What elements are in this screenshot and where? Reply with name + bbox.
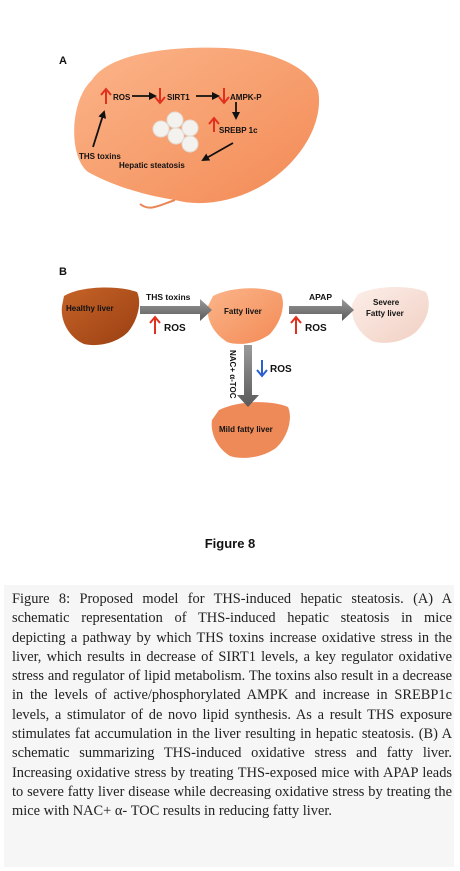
liver-lobe-edge	[139, 199, 176, 209]
up-arrow-icon	[100, 87, 112, 104]
up-arrow-icon	[208, 116, 220, 132]
node-ths-toxins: THS toxins	[79, 152, 121, 161]
panel-b-letter: B	[59, 266, 67, 278]
up-arrow-icon	[290, 315, 302, 334]
ros-label-1: ROS	[164, 323, 186, 334]
healthy-liver	[61, 287, 140, 346]
node-hepatic-steatosis: Hepatic steatosis	[119, 161, 185, 170]
panel-a-letter: A	[59, 55, 67, 67]
up-arrow-icon	[149, 315, 161, 334]
figure-caption: Figure 8: Proposed model for THS-induced…	[12, 590, 452, 822]
arrow-fatty-to-mild	[237, 345, 259, 407]
severe-liver-label-2: Fatty liver	[366, 309, 404, 318]
severe-fatty-liver	[351, 286, 429, 343]
severe-liver-label-1: Severe	[373, 298, 400, 307]
ros-label-2: ROS	[305, 323, 327, 334]
caption-background	[4, 585, 454, 867]
mild-liver-label: Mild fatty liver	[219, 425, 273, 434]
node-ampk: AMPK-P	[230, 93, 262, 102]
down-arrow-icon	[256, 360, 268, 378]
figure-diagram: ROS SIRT1 AMPK-P SREBP 1c THS toxins Hep…	[61, 47, 429, 458]
fatty-liver-label: Fatty liver	[224, 307, 262, 316]
arrow-toxins-to-ros	[92, 110, 107, 148]
down-arrow-icon	[154, 88, 166, 105]
node-srebp: SREBP 1c	[219, 126, 258, 135]
treatment-nac-atoc: NAC+ α-TOC	[228, 350, 237, 399]
caption-label: Figure 8:	[12, 591, 71, 607]
down-arrow-icon	[218, 88, 230, 105]
healthy-liver-label: Healthy liver	[66, 304, 114, 313]
arrow-srebp-to-steatosis	[201, 142, 234, 161]
arrow-healthy-to-fatty	[140, 299, 212, 321]
fatty-liver	[207, 288, 283, 344]
figure-label: Figure 8	[204, 536, 256, 551]
mild-fatty-liver	[211, 402, 290, 458]
treatment-ths-toxins: THS toxins	[146, 292, 191, 302]
ros-label-3: ROS	[270, 364, 292, 375]
node-ros: ROS	[113, 93, 131, 102]
caption-text: Proposed model for THS-induced hepatic s…	[12, 591, 452, 820]
node-sirt1: SIRT1	[167, 93, 190, 102]
treatment-apap: APAP	[309, 292, 332, 302]
fat-droplets	[152, 111, 199, 153]
arrow-fatty-to-severe	[289, 299, 354, 321]
